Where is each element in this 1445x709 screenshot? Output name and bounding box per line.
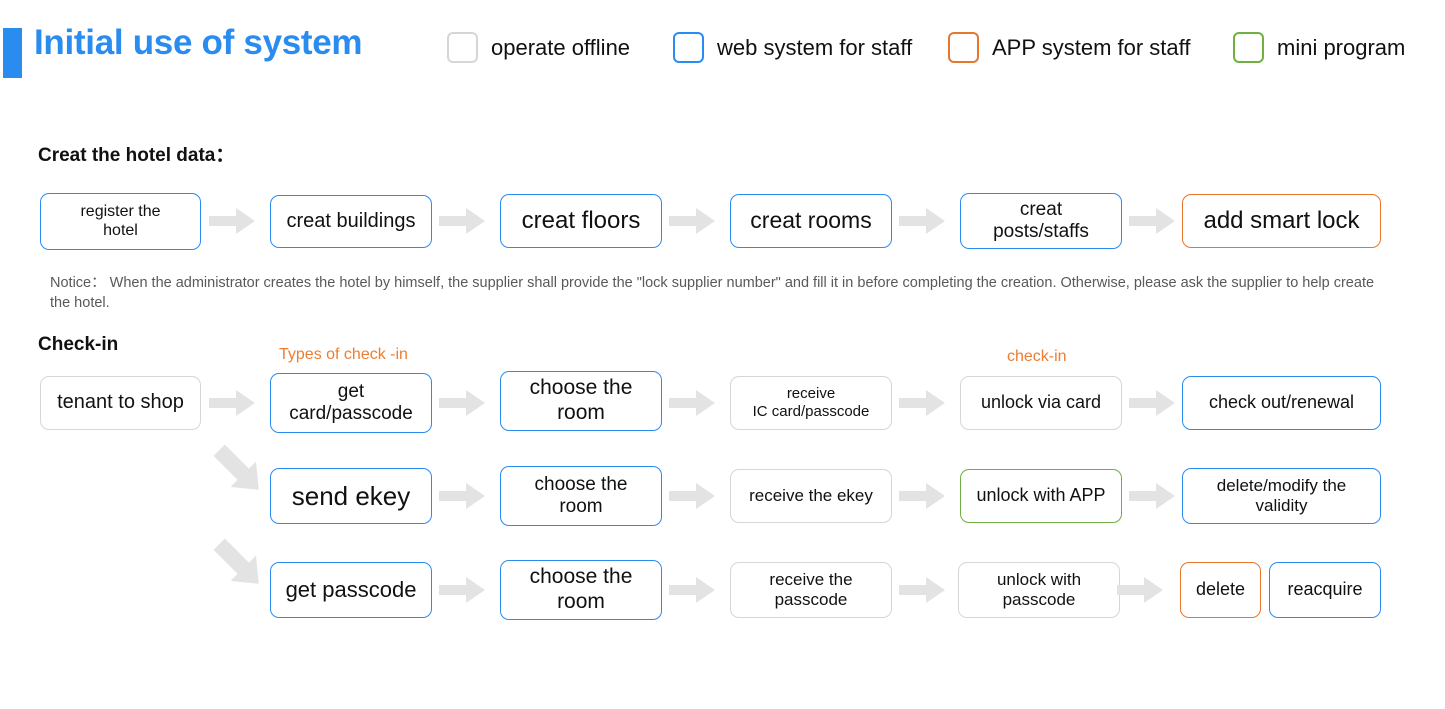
arrow-right-icon [439, 577, 485, 603]
arrow-right-icon [669, 577, 715, 603]
page-header: Initial use of system operate offline we… [0, 23, 1445, 84]
notice-text: Notice： When the administrator creates t… [50, 275, 1375, 311]
flow-node-check-out-renewal[interactable]: check out/renewal [1182, 376, 1381, 430]
arrow-right-icon [1117, 577, 1163, 603]
flow-node-send-ekey[interactable]: send ekey [270, 468, 432, 524]
arrow-diagonal-down-right-icon [209, 440, 269, 500]
checkbox-outline-blue-icon[interactable] [673, 32, 704, 63]
checkbox-outline-green-icon[interactable] [1233, 32, 1264, 63]
legend-label: APP system for staff [992, 34, 1191, 60]
flow-node-delete[interactable]: delete [1180, 562, 1261, 618]
flow-node-get-passcode[interactable]: get passcode [270, 562, 432, 618]
node-label: receive the ekey [749, 485, 873, 505]
legend-item-mini-program[interactable]: mini program [1233, 32, 1405, 63]
annotation-check-in: check-in [1007, 348, 1067, 365]
node-label: get passcode [285, 577, 417, 603]
arrow-right-icon [1129, 390, 1175, 416]
flow-node-unlock-with-app[interactable]: unlock with APP [960, 469, 1122, 523]
section-heading-hotel-data: Creat the hotel data： [38, 145, 235, 166]
arrow-right-icon [899, 483, 945, 509]
arrow-right-icon [669, 483, 715, 509]
node-label: reacquire [1287, 579, 1363, 600]
node-label: delete [1195, 579, 1246, 600]
node-label: send ekey [291, 480, 411, 511]
legend-label: mini program [1277, 34, 1406, 60]
flow-node-tenant-to-shop[interactable]: tenant to shop [40, 376, 201, 430]
arrow-right-icon [1129, 208, 1175, 234]
node-label: check out/renewal [1208, 392, 1355, 413]
node-label: unlock via card [980, 392, 1102, 413]
flow-node-unlock-via-card[interactable]: unlock via card [960, 376, 1122, 430]
node-label: add smart lock [1203, 206, 1360, 234]
arrow-right-icon [439, 208, 485, 234]
arrow-right-icon [899, 390, 945, 416]
legend-item-web-system-for-staff[interactable]: web system for staff [673, 32, 912, 63]
annotation-types-of-check-in: Types of check -in [279, 346, 408, 363]
arrow-right-icon [439, 390, 485, 416]
node-label: creat rooms [750, 207, 872, 234]
arrow-diagonal-down-right-icon [209, 534, 269, 594]
flow-node-creat-rooms[interactable]: creat rooms [730, 194, 892, 248]
section-heading-check-in: Check-in [38, 334, 119, 355]
arrow-right-icon [1129, 483, 1175, 509]
arrow-right-icon [209, 390, 255, 416]
legend-label: web system for staff [717, 34, 913, 60]
legend-item-operate-offline[interactable]: operate offline [447, 32, 630, 63]
arrow-right-icon [669, 208, 715, 234]
legend-item-app-system-for-staff[interactable]: APP system for staff [948, 32, 1190, 63]
title-accent-bar [3, 28, 22, 78]
flow-node-creat-floors[interactable]: creat floors [500, 194, 662, 248]
node-label: creat buildings [286, 209, 416, 232]
node-label: creat floors [521, 206, 641, 234]
flow-node-receive-the-ekey[interactable]: receive the ekey [730, 469, 892, 523]
arrow-right-icon [439, 483, 485, 509]
flow-node-creat-buildings[interactable]: creat buildings [270, 195, 432, 248]
arrow-right-icon [899, 208, 945, 234]
node-label: unlock with APP [976, 485, 1106, 506]
arrow-right-icon [669, 390, 715, 416]
node-label: tenant to shop [57, 391, 184, 414]
checkbox-outline-orange-icon[interactable] [948, 32, 979, 63]
checkbox-outline-gray-icon[interactable] [447, 32, 478, 63]
flow-node-add-smart-lock[interactable]: add smart lock [1182, 194, 1381, 248]
legend-label: operate offline [491, 34, 631, 60]
flow-node-reacquire[interactable]: reacquire [1269, 562, 1381, 618]
page-title: Initial use of system [34, 23, 363, 62]
arrow-right-icon [899, 577, 945, 603]
arrow-right-icon [209, 208, 255, 234]
